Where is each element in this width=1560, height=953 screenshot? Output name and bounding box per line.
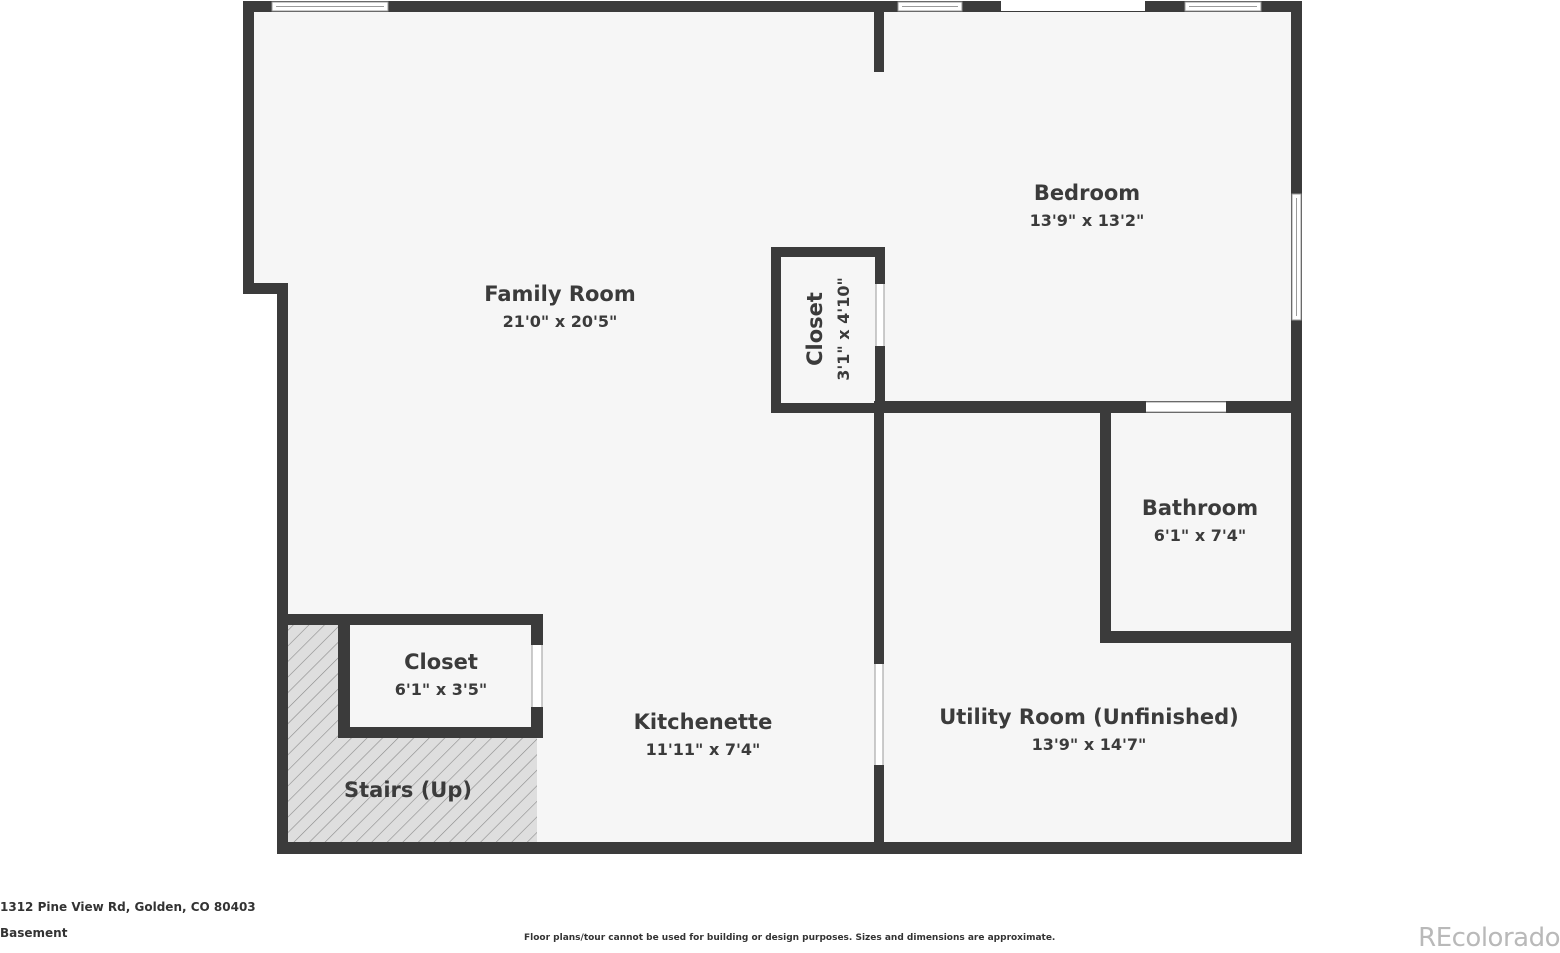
bathroom-name: Bathroom	[1142, 496, 1258, 520]
openings	[271, 1, 1302, 765]
bedroom-name: Bedroom	[1034, 181, 1140, 205]
property-address: 1312 Pine View Rd, Golden, CO 80403	[0, 900, 256, 914]
floor-area	[248, 6, 1296, 847]
room-labels: Family Room 21'0" x 20'5" Bedroom 13'9" …	[344, 181, 1258, 802]
family-room-name: Family Room	[484, 282, 635, 306]
kitchenette-dims: 11'11" x 7'4"	[646, 740, 761, 759]
floor-level-label: Basement	[0, 926, 68, 940]
stairs-name: Stairs (Up)	[344, 778, 472, 802]
kitchenette-name: Kitchenette	[634, 710, 773, 734]
bedroom-closet-dims: 3'1" x 4'10"	[834, 277, 853, 381]
lower-closet-name: Closet	[404, 650, 478, 674]
utility-room-name: Utility Room (Unfinished)	[939, 705, 1239, 729]
bedroom-dims: 13'9" x 13'2"	[1030, 211, 1145, 230]
utility-room-dims: 13'9" x 14'7"	[1032, 735, 1147, 754]
brand-logo: REcolorado	[1418, 923, 1560, 953]
lower-closet-dims: 6'1" x 3'5"	[395, 680, 487, 699]
family-room-dims: 21'0" x 20'5"	[503, 312, 618, 331]
walls	[243, 1, 1302, 854]
bathroom-dims: 6'1" x 7'4"	[1154, 526, 1246, 545]
disclaimer-text: Floor plans/tour cannot be used for buil…	[524, 933, 1056, 943]
bedroom-closet-name: Closet	[803, 292, 827, 366]
